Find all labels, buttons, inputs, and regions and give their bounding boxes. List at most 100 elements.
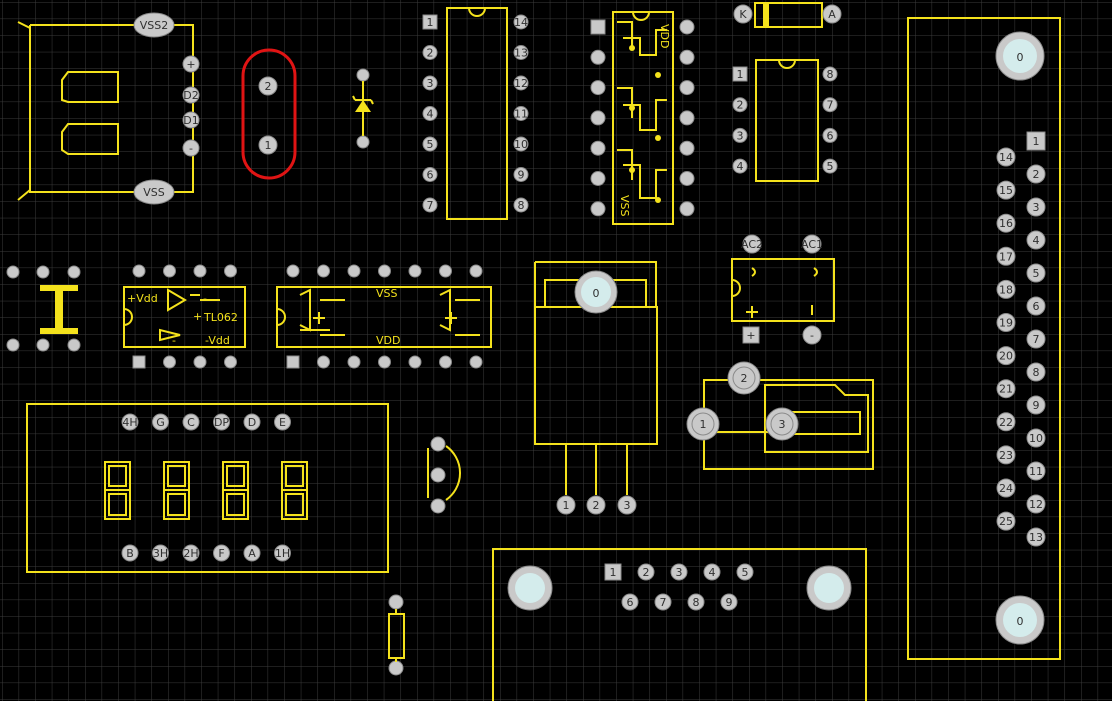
db25-pin-15[interactable]: 15	[996, 180, 1016, 200]
opamp-pin-top-4[interactable]	[224, 264, 237, 278]
jumper-footprint[interactable]	[6, 265, 81, 352]
dip8-ic-footprint[interactable]	[755, 59, 819, 182]
db25-pin-23[interactable]: 23	[996, 445, 1016, 465]
db25-pin-14[interactable]: 14	[996, 147, 1016, 167]
quad-pin-bottom-7[interactable]	[469, 355, 483, 369]
db25-pin-2[interactable]: 2	[1026, 164, 1046, 184]
humidity-sensor-footprint[interactable]: VSS2 VSS + D2 D1 -	[17, 12, 200, 205]
dip14-pin-12[interactable]: 12	[513, 75, 529, 91]
opamp-pin-bottom-1[interactable]	[132, 355, 146, 369]
opto-pin-right-5[interactable]	[679, 140, 695, 156]
dip14-pin-4[interactable]: 4	[422, 106, 438, 121]
db9-pin-7[interactable]: 7	[654, 593, 672, 611]
db25-pin-24[interactable]: 24	[996, 478, 1016, 498]
db25-pin-9[interactable]: 9	[1026, 395, 1046, 415]
db25-pin-12[interactable]: 12	[1026, 494, 1046, 514]
opamp-pin-bottom-3[interactable]	[193, 355, 207, 369]
db25-pin-21[interactable]: 21	[996, 379, 1016, 399]
opto-pin-left-6[interactable]	[590, 171, 606, 186]
db25-pin-22[interactable]: 22	[996, 412, 1016, 432]
quad-opamp-footprint[interactable]: VSS VDD	[276, 286, 492, 348]
dip8-pin-1[interactable]: 1	[732, 66, 748, 82]
seg-pin-bottom-B[interactable]: B	[121, 544, 139, 562]
dip8-pin-4[interactable]: 4	[732, 158, 748, 174]
transistor-footprint[interactable]	[427, 436, 462, 514]
seg-pin-bottom-2H[interactable]: 2H	[182, 544, 200, 562]
zener-diode-footprint[interactable]	[352, 68, 374, 149]
quad-pin-top-6[interactable]	[439, 264, 452, 278]
potentiometer-footprint[interactable]: 2 1 3	[686, 361, 874, 470]
seg-pin-top-4H[interactable]: 4H	[121, 413, 139, 431]
db25-pin-4[interactable]: 4	[1026, 230, 1046, 250]
dip14-pin-11[interactable]: 11	[513, 106, 529, 121]
db25-pin-18[interactable]: 18	[996, 279, 1016, 299]
opamp-pin-top-1[interactable]	[132, 264, 146, 278]
db9-connector-footprint[interactable]	[492, 548, 867, 701]
dip14-pin-1[interactable]: 1	[422, 14, 438, 30]
opamp-pin-top-2[interactable]	[163, 264, 176, 278]
db9-pin-5[interactable]: 5	[736, 563, 754, 581]
db25-pin-7[interactable]: 7	[1026, 329, 1046, 349]
seg-pin-top-G[interactable]: G	[152, 413, 169, 431]
db25-pin-16[interactable]: 16	[996, 213, 1016, 233]
dip14-pin-3[interactable]: 3	[422, 75, 438, 91]
quad-pin-bottom-5[interactable]	[408, 355, 422, 369]
crystal-footprint-selected[interactable]: 2 1	[241, 48, 297, 180]
opto-pin-left-3[interactable]	[590, 80, 606, 96]
opamp-tl062-footprint[interactable]: +Vdd - + TL062 - -Vdd	[123, 286, 246, 348]
opamp-pin-bottom-4[interactable]	[224, 355, 237, 369]
dip8-pin-2[interactable]: 2	[732, 97, 748, 113]
db9-pin-8[interactable]: 8	[687, 593, 705, 611]
db25-pin-20[interactable]: 20	[996, 346, 1016, 366]
seg-pin-top-C[interactable]: C	[182, 413, 200, 431]
opto-pin-right-4[interactable]	[679, 110, 695, 126]
db25-pin-6[interactable]: 6	[1026, 296, 1046, 316]
opto-pin-left-4[interactable]	[590, 110, 606, 126]
quad-pin-bottom-3[interactable]	[347, 355, 361, 369]
quad-pin-top-4[interactable]	[378, 264, 391, 278]
dip14-pin-10[interactable]: 10	[513, 136, 529, 152]
seg-pin-top-E[interactable]: E	[274, 413, 291, 431]
db25-pin-17[interactable]: 17	[996, 246, 1016, 266]
voltage-regulator-footprint[interactable]: 0 1 2 3	[534, 261, 658, 515]
opto-pin-right-7[interactable]	[679, 201, 695, 217]
opamp-pin-bottom-2[interactable]	[163, 355, 176, 369]
db9-pin-1[interactable]: 1	[604, 563, 622, 581]
db25-pin-13[interactable]: 13	[1026, 527, 1046, 547]
db25-pin-19[interactable]: 19	[996, 313, 1016, 332]
quad-pin-bottom-1[interactable]	[286, 355, 300, 369]
db9-pin-4[interactable]: 4	[703, 563, 721, 581]
quad-pin-top-1[interactable]	[286, 264, 300, 278]
db25-connector-footprint[interactable]: 0 0	[907, 17, 1061, 660]
opto-pin-right-6[interactable]	[679, 171, 695, 186]
dip14-pin-5[interactable]: 5	[422, 136, 438, 152]
dip8-pin-6[interactable]: 6	[822, 127, 838, 143]
opto-pin-left-7[interactable]	[590, 201, 606, 217]
seg-pin-bottom-3H[interactable]: 3H	[152, 544, 169, 562]
quad-pin-top-5[interactable]	[408, 264, 422, 278]
seven-segment-display-footprint[interactable]	[26, 403, 389, 573]
dip14-pin-14[interactable]: 14	[513, 14, 529, 30]
db25-pin-1[interactable]: 1	[1026, 131, 1046, 151]
db25-pin-10[interactable]: 10	[1026, 428, 1046, 448]
dip14-pin-6[interactable]: 6	[422, 167, 438, 182]
bridge-rectifier-footprint[interactable]: AC2 AC1 + -	[731, 234, 835, 345]
resistor-footprint[interactable]	[388, 594, 405, 676]
dip14-pin-13[interactable]: 13	[513, 45, 529, 60]
optocoupler-array-footprint[interactable]: VDD VSS	[612, 11, 674, 225]
dip14-pin-2[interactable]: 2	[422, 45, 438, 60]
quad-pin-top-3[interactable]	[347, 264, 361, 278]
quad-pin-bottom-2[interactable]	[317, 355, 330, 369]
dip8-pin-5[interactable]: 5	[822, 158, 838, 174]
seg-pin-top-D[interactable]: D	[243, 413, 261, 431]
db25-pin-3[interactable]: 3	[1026, 197, 1046, 217]
dip14-pin-8[interactable]: 8	[513, 197, 529, 213]
dip8-pin-3[interactable]: 3	[732, 127, 748, 143]
opto-pin-left-1[interactable]	[590, 19, 606, 35]
dip14-pin-9[interactable]: 9	[513, 167, 529, 182]
seg-pin-bottom-F[interactable]: F	[213, 544, 230, 562]
dip14-pin-7[interactable]: 7	[422, 197, 438, 213]
db9-pin-6[interactable]: 6	[621, 593, 639, 611]
seg-pin-bottom-1H[interactable]: 1H	[274, 544, 291, 562]
